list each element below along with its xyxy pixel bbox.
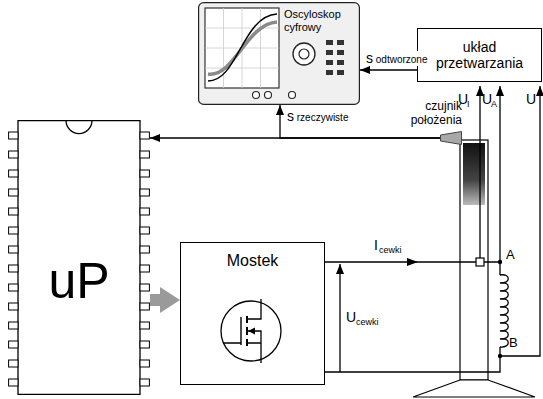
signal-label: U (482, 92, 492, 106)
moving-core (463, 143, 485, 205)
control-arrow (150, 294, 170, 306)
subscript-label: cewki (356, 318, 379, 327)
coil-voltage-arrow (339, 264, 340, 372)
node-text: Oscyloskop cyfrowy (284, 8, 356, 33)
chip-pin (140, 379, 149, 386)
mosfet-arrow (248, 328, 255, 335)
button (337, 40, 344, 45)
chip-pin (140, 284, 149, 291)
chip-pin (140, 246, 149, 253)
position-sensor: czujnik położenia (440, 131, 462, 145)
coil-wire-bottom (325, 347, 500, 372)
chip-pin (140, 341, 149, 348)
chip-pin (140, 265, 149, 272)
chip-pin (140, 322, 149, 329)
chip-pin (9, 189, 18, 196)
junction-dot (498, 354, 502, 358)
sensor-body (441, 132, 462, 145)
signal-label: B (509, 336, 518, 349)
chip-pin (140, 132, 149, 139)
signal-line (360, 69, 417, 70)
chip-pin (140, 170, 149, 177)
signal-label: A (506, 248, 515, 261)
oscilloscope: Oscyloskop cyfrowy (198, 2, 360, 105)
chip-pin (140, 227, 149, 234)
input-socket (253, 92, 260, 99)
knob (299, 49, 309, 59)
signal-label: U (346, 310, 356, 324)
current-sensor (476, 258, 484, 266)
chip-pin (140, 303, 149, 310)
microprocessor-chip: uP (8, 120, 150, 395)
signal-label: U (458, 92, 468, 106)
chip-pin (140, 360, 149, 367)
chip-pin (9, 246, 18, 253)
oscilloscope-case (199, 3, 360, 105)
chip-pin (9, 132, 18, 139)
button (337, 60, 344, 65)
chip-package (18, 121, 140, 395)
node-text: układ przetwarzania (418, 39, 541, 71)
chip-pin (9, 284, 18, 291)
subscript-label: cewki (379, 246, 402, 255)
button (337, 70, 344, 75)
button (326, 40, 333, 45)
coil-current-arrow (407, 258, 418, 266)
button (326, 50, 333, 55)
actuator-horn (413, 380, 535, 397)
chip-pin (9, 227, 18, 234)
signal-name: s rzeczywiste (286, 109, 349, 124)
bridge-box: Mostek (180, 242, 325, 385)
node-text: czujnik położenia (378, 100, 462, 128)
junction-dot (498, 260, 502, 264)
chip-pin (9, 170, 18, 177)
chip-notch (66, 121, 92, 134)
button (337, 50, 344, 55)
chip-pin (9, 379, 18, 386)
screen-grid (205, 68, 279, 69)
real-trace (208, 14, 277, 81)
button (326, 60, 333, 65)
mosfet-circle (221, 301, 281, 361)
subscript-label: A (491, 100, 497, 109)
node-text: Mostek (181, 252, 324, 270)
reconstructed-trace (208, 22, 277, 74)
signal-label: U (526, 92, 536, 106)
chip-pin (140, 189, 149, 196)
actuator-rod (460, 140, 488, 380)
mosfet-gate (223, 317, 241, 345)
input-socket (265, 92, 272, 99)
chip-pin (140, 208, 149, 215)
oscilloscope-screen (205, 8, 279, 88)
chip-pin (9, 341, 18, 348)
chip-pin (9, 151, 18, 158)
voltage-a-wire (499, 86, 500, 262)
node-text: uP (18, 256, 140, 306)
signal-name: s odtworzone (365, 51, 428, 66)
current-sense-wire (479, 86, 480, 258)
chip-pin (9, 360, 18, 367)
chip-pin (9, 303, 18, 310)
subscript-label: I (467, 100, 470, 109)
chip-pin (9, 208, 18, 215)
signal-label: I (374, 238, 378, 252)
button (326, 70, 333, 75)
chip-pin (9, 322, 18, 329)
processing-box: układ przetwarzania (417, 28, 542, 82)
chip-pin (9, 265, 18, 272)
knob (293, 43, 315, 65)
sensor-body (440, 131, 462, 145)
voltage-b-wire (500, 86, 540, 356)
coil-winding (500, 275, 508, 347)
mosfet-leads (247, 299, 261, 363)
input-socket (289, 92, 296, 99)
chip-pin (140, 151, 149, 158)
